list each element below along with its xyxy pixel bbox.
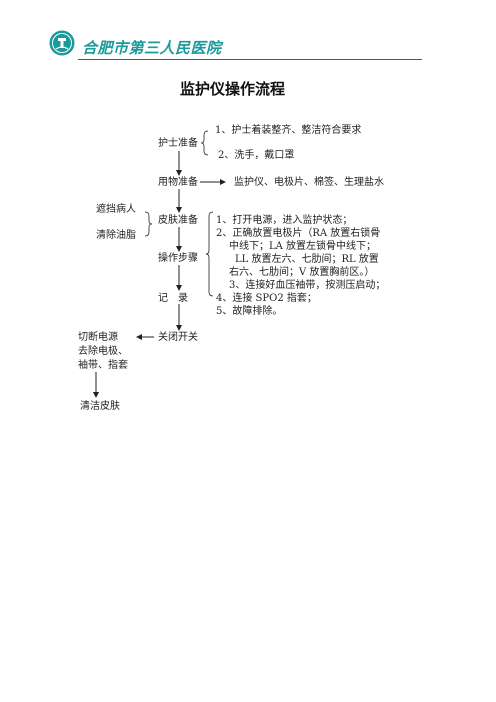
step-detail-2d: 右六、七肋间；V 放置胸前区。） bbox=[229, 267, 375, 278]
shutdown-line-2: 去除电极、 bbox=[78, 346, 128, 357]
step-skin-prep: 皮肤准备 bbox=[158, 215, 198, 226]
step-nurse-prep: 护士准备 bbox=[158, 138, 198, 149]
step-detail-4: 4、连接 SPO2 指套； bbox=[216, 293, 317, 304]
step-close: 关闭开关 bbox=[158, 332, 198, 343]
header-divider bbox=[78, 59, 422, 60]
step-detail-3: 3、连接好血压袖带，按测压启动； bbox=[229, 280, 386, 291]
step-detail-2b: 中线下；LA 放置左锁骨中线下； bbox=[229, 241, 377, 252]
note-remove-oil: 清除油脂 bbox=[96, 230, 136, 241]
step-item-prep: 用物准备 bbox=[158, 177, 198, 188]
nurse-prep-item-2: 2、洗手，戴口罩 bbox=[218, 150, 295, 161]
note-cover-patient: 遮挡病人 bbox=[96, 204, 136, 215]
hospital-logo-icon bbox=[49, 30, 75, 56]
nurse-prep-item-1: 1、护士着装整齐、整洁符合要求 bbox=[215, 125, 362, 136]
step-clean-skin: 清洁皮肤 bbox=[80, 401, 120, 412]
step-detail-5: 5、故障排除。 bbox=[216, 306, 283, 317]
shutdown-line-1: 切断电源 bbox=[78, 332, 118, 343]
page-title: 监护仪操作流程 bbox=[180, 80, 286, 98]
item-prep-detail: 监护仪、电极片、棉签、生理盐水 bbox=[234, 177, 384, 188]
step-detail-2c: LL 放置左六、七肋间；RL 放置 bbox=[235, 254, 379, 265]
step-detail-2: 2、正确放置电极片（RA 放置右锁骨 bbox=[216, 228, 381, 239]
step-operation: 操作步骤 bbox=[158, 253, 198, 264]
step-record: 记 录 bbox=[158, 293, 188, 304]
step-detail-1: 1、打开电源，进入监护状态； bbox=[216, 215, 353, 226]
hospital-logo bbox=[49, 30, 75, 56]
shutdown-line-3: 袖带、指套 bbox=[78, 360, 128, 371]
hospital-name: 合肥市第三人民医院 bbox=[82, 39, 222, 57]
